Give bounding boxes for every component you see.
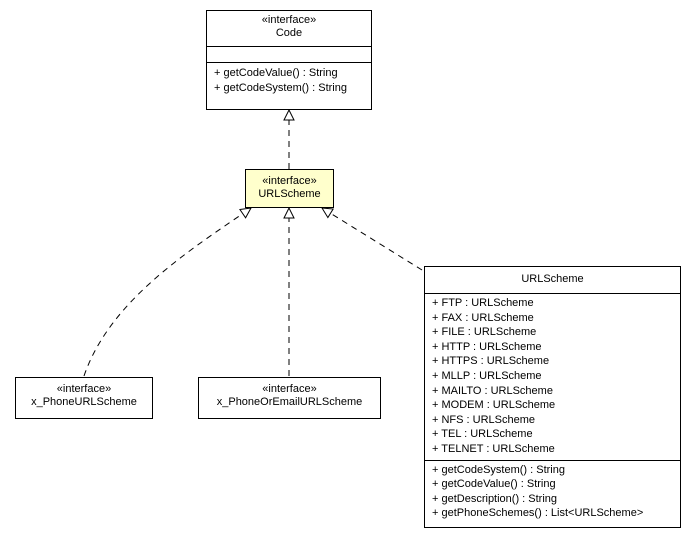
phone-stereotype: «interface» [56, 383, 112, 395]
code-stereotype: «interface» [261, 14, 317, 26]
class-attribute: + TELNET : URLScheme [432, 442, 555, 455]
class-attribute: + MLLP : URLScheme [432, 369, 542, 382]
phone-name: x_PhoneURLScheme [31, 396, 137, 408]
class-attribute: + MAILTO : URLScheme [432, 384, 553, 397]
class-attribute: + NFS : URLScheme [432, 413, 536, 426]
phone-urlscheme-box[interactable]: «interface» x_PhoneURLScheme [15, 377, 153, 419]
class-attribute: + HTTPS : URLScheme [432, 355, 550, 368]
code-attributes-section [207, 46, 371, 62]
class-operation: + getCodeValue() : String [432, 478, 556, 491]
code-operation: + getCodeSystem() : String [214, 81, 347, 94]
class-operation: + getPhoneSchemes() : List<URLScheme> [432, 507, 644, 520]
phone-email-name: x_PhoneOrEmailURLScheme [216, 396, 363, 408]
phone-email-stereotype: «interface» [262, 383, 317, 395]
class-attribute: + FAX : URLScheme [432, 311, 534, 324]
class-operation: + getCodeSystem() : String [432, 463, 565, 476]
urlscheme-class-box[interactable]: URLScheme + FTP : URLScheme + FAX : URLS… [424, 266, 681, 528]
code-operations-section: + getCodeValue() : String + getCodeSyste… [207, 62, 371, 95]
urlscheme-name: URLScheme [258, 188, 321, 200]
code-name: Code [275, 27, 303, 39]
class-attribute: + HTTP : URLScheme [432, 340, 542, 353]
code-interface-box[interactable]: «interface» Code + getCodeValue() : Stri… [206, 10, 372, 110]
urlscheme-class-attributes: + FTP : URLScheme + FAX : URLScheme + FI… [425, 293, 680, 460]
urlscheme-class-name: URLScheme [521, 273, 584, 285]
urlscheme-class-operations: + getCodeSystem() : String + getCodeValu… [425, 459, 680, 521]
edge-phone-to-urlscheme [83, 208, 251, 377]
code-operation: + getCodeValue() : String [214, 67, 338, 79]
class-attribute: + FILE : URLScheme [432, 326, 537, 339]
class-operation: + getDescription() : String [432, 492, 558, 505]
class-attribute: + MODEM : URLScheme [432, 399, 556, 412]
class-attribute: + TEL : URLScheme [432, 428, 533, 441]
phone-or-email-urlscheme-box[interactable]: «interface» x_PhoneOrEmailURLScheme [198, 377, 381, 419]
urlscheme-interface-box[interactable]: «interface» URLScheme [245, 169, 334, 208]
urlscheme-stereotype: «interface» [262, 175, 317, 187]
class-attribute: + FTP : URLScheme [432, 297, 534, 309]
edge-class-to-urlscheme [322, 208, 423, 271]
